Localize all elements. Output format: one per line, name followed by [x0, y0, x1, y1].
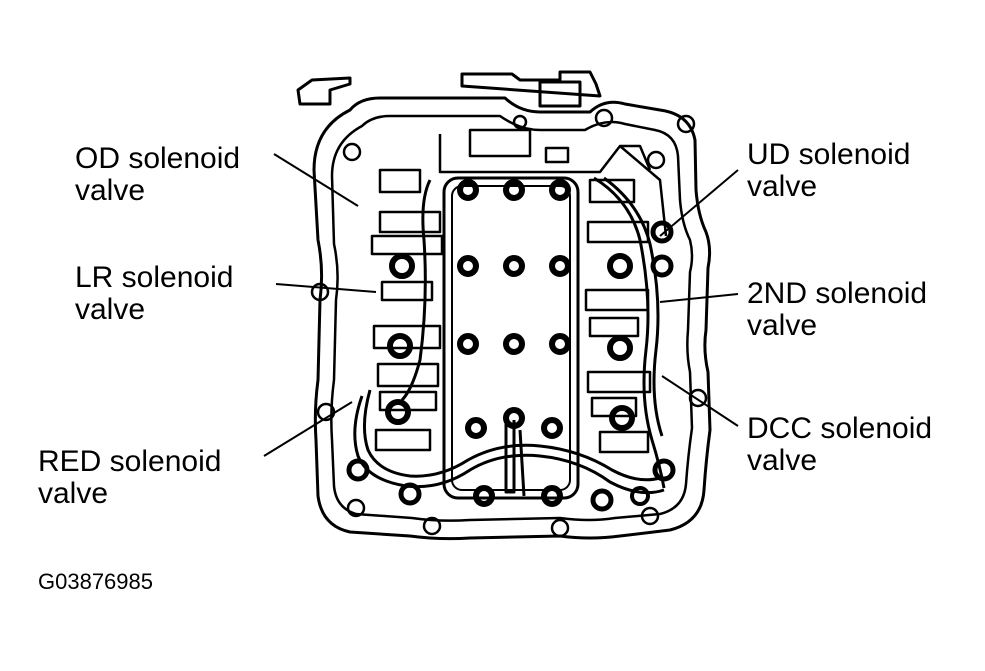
label-ud-line1: UD solenoid [747, 138, 911, 171]
left-solenoid-bank [346, 168, 444, 506]
label-dcc-line2: valve [747, 444, 818, 477]
label-2nd-line1: 2ND solenoid [747, 277, 928, 310]
wiring-harness [353, 176, 666, 495]
label-dcc-line1: DCC solenoid [747, 412, 933, 445]
label-lr-line1: LR solenoid [75, 261, 234, 294]
center-plate-inner [451, 185, 571, 491]
label-ud-solenoid: UD solenoid valve [747, 139, 910, 203]
label-lr-line2: valve [75, 293, 146, 326]
label-od-solenoid: OD solenoid valve [75, 143, 240, 207]
top-tab-block [538, 80, 582, 108]
label-od-line2: valve [75, 174, 146, 207]
label-red-solenoid: RED solenoid valve [38, 446, 221, 510]
top-linkage [438, 128, 668, 237]
center-plate [442, 176, 580, 500]
label-red-line1: RED solenoid [38, 445, 222, 478]
top-tab-left [296, 76, 352, 106]
center-bolt-bosses [457, 179, 571, 507]
top-tab-mid [460, 70, 602, 98]
label-lr-solenoid: LR solenoid valve [75, 262, 233, 326]
housing-inner-outline [330, 114, 694, 522]
label-dcc-solenoid: DCC solenoid valve [747, 413, 932, 477]
label-red-line2: valve [38, 477, 109, 510]
connector-stem [504, 420, 526, 497]
housing-outline [312, 96, 712, 541]
gasket-bolt-holes [310, 108, 708, 538]
label-2nd-solenoid: 2ND solenoid valve [747, 278, 927, 342]
right-solenoid-bank [584, 178, 676, 512]
label-od-line1: OD solenoid [75, 142, 241, 175]
label-2nd-line2: valve [747, 309, 818, 342]
figure-id: G03876985 [38, 569, 153, 594]
label-ud-line2: valve [747, 170, 818, 203]
leader-lines [263, 153, 739, 457]
